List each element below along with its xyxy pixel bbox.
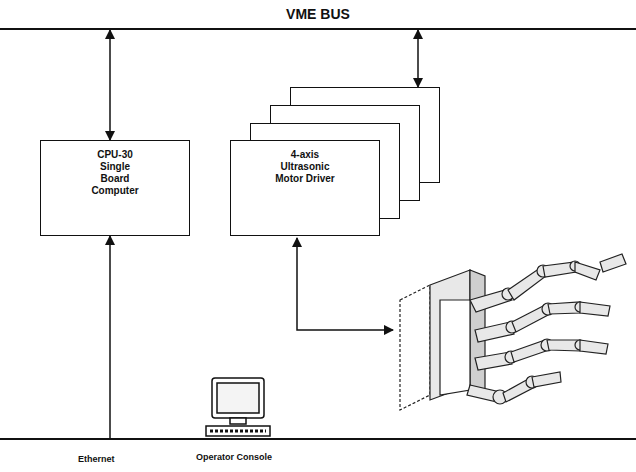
bus-connector <box>417 30 419 87</box>
box-outline: CPU-30 Single Board Computer <box>40 140 190 236</box>
motor-cable <box>297 238 393 330</box>
bus-band: Ethernet <box>0 438 636 468</box>
console-label: Operator Console <box>196 452 272 462</box>
bus-connector <box>109 30 111 140</box>
process-box: 4-axis Ultrasonic Motor Driver <box>230 140 380 236</box>
bus-connector <box>109 236 111 438</box>
node-text: VME BUS <box>286 6 350 22</box>
node-text: Ethernet <box>78 454 115 464</box>
operator-console-icon <box>206 378 270 436</box>
node-text: 4-axis Ultrasonic Motor Driver <box>275 149 335 185</box>
card-stack: 4-axis Ultrasonic Motor Driver <box>230 87 445 236</box>
bus-band: VME BUS <box>0 0 636 30</box>
node-text: CPU-30 Single Board Computer <box>85 149 145 197</box>
robot-hand <box>400 254 626 410</box>
process-box: CPU-30 Single Board Computer <box>40 140 190 236</box>
